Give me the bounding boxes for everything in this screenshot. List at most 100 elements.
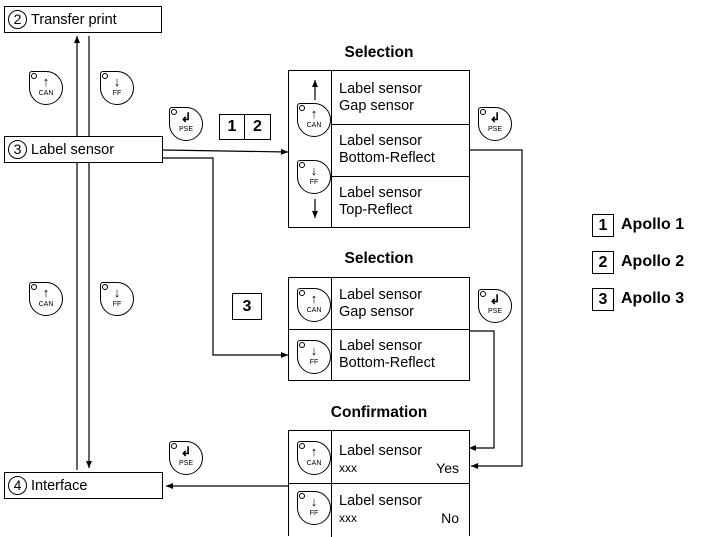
pause-enter-key-icon[interactable]: ↲PSE xyxy=(169,441,203,475)
key-label: CAN xyxy=(38,90,54,97)
menu-transfer-print[interactable]: 2 Transfer print xyxy=(4,6,162,33)
legend-number: 3 xyxy=(592,288,614,311)
key-arrow-glyph: ↓ xyxy=(310,494,318,509)
cancel-up-key-icon[interactable]: ↑CAN xyxy=(297,441,331,475)
led-indicator xyxy=(299,493,305,499)
arrow-to-selection-3 xyxy=(163,157,288,358)
led-indicator xyxy=(31,73,37,79)
key-arrow-glyph: ↑ xyxy=(310,106,318,121)
form-feed-down-key-icon[interactable]: ↓FF xyxy=(100,282,134,316)
key-arrow-glyph: ↓ xyxy=(310,343,318,358)
selection-title: Selection xyxy=(344,250,414,267)
arrow-sel12-to-confirm xyxy=(469,149,523,469)
option-bottom-reflect[interactable]: Label sensor Bottom-Reflect xyxy=(339,133,435,167)
arrow-sel3-to-confirm xyxy=(469,330,495,451)
option-answer: Yes xyxy=(436,460,459,476)
option-line2: Bottom-Reflect xyxy=(339,355,435,371)
led-indicator xyxy=(480,291,486,297)
option-gap-sensor[interactable]: Label sensor Gap sensor xyxy=(339,287,422,321)
led-indicator xyxy=(31,284,37,290)
key-label: CAN xyxy=(38,301,54,308)
cancel-up-key-icon[interactable]: ↑CAN xyxy=(29,282,63,316)
key-label: CAN xyxy=(306,122,322,129)
column-divider xyxy=(331,431,332,537)
selection-box-apollo3: Label sensor Gap sensor Label sensor Bot… xyxy=(288,277,470,381)
led-indicator xyxy=(299,342,305,348)
key-arrow-glyph: ↓ xyxy=(310,163,318,178)
menu-label-sensor[interactable]: 3 Label sensor xyxy=(4,136,163,163)
option-line2: Bottom-Reflect xyxy=(339,150,435,166)
key-arrow-glyph: ↑ xyxy=(310,444,318,459)
row-divider xyxy=(289,329,469,330)
option-line1: Label sensor xyxy=(339,133,423,149)
menu-label: Label sensor xyxy=(31,141,115,158)
cancel-up-key-icon[interactable]: ↑CAN xyxy=(297,288,331,322)
option-line2: Top-Reflect xyxy=(339,202,413,218)
pause-enter-key-icon[interactable]: ↲PSE xyxy=(478,289,512,323)
legend-number: 1 xyxy=(592,214,614,237)
option-top-reflect[interactable]: Label sensor Top-Reflect xyxy=(339,185,422,219)
arrow-to-selection-12 xyxy=(162,148,289,155)
option-gap-sensor[interactable]: Label sensor Gap sensor xyxy=(339,81,422,115)
key-arrow-glyph: ↓ xyxy=(113,285,121,300)
option-line1: Label sensor xyxy=(339,493,423,509)
key-label: FF xyxy=(309,510,319,517)
confirmation-title: Confirmation xyxy=(330,404,428,421)
form-feed-down-key-icon[interactable]: ↓FF xyxy=(100,71,134,105)
cancel-up-key-icon[interactable]: ↑CAN xyxy=(29,71,63,105)
led-indicator xyxy=(102,73,108,79)
led-indicator xyxy=(299,443,305,449)
key-arrow-glyph: ↑ xyxy=(42,285,50,300)
led-indicator xyxy=(171,109,177,115)
option-confirm-yes[interactable]: Label sensor xxx Yes xyxy=(339,443,459,477)
cancel-up-key-icon[interactable]: ↑CAN xyxy=(297,103,331,137)
form-feed-down-key-icon[interactable]: ↓FF xyxy=(297,340,331,374)
led-indicator xyxy=(299,290,305,296)
menu-number: 3 xyxy=(8,140,27,159)
form-feed-down-key-icon[interactable]: ↓FF xyxy=(297,160,331,194)
option-line1: Label sensor xyxy=(339,338,423,354)
key-label: PSE xyxy=(178,126,193,133)
menu-number: 2 xyxy=(8,10,27,29)
column-divider xyxy=(331,71,332,227)
key-arrow-glyph: ↲ xyxy=(489,292,501,307)
led-indicator xyxy=(299,105,305,111)
row-divider xyxy=(331,124,469,125)
key-arrow-glyph: ↓ xyxy=(113,74,121,89)
model-tag-1: 1 xyxy=(219,114,245,140)
key-label: PSE xyxy=(487,308,502,315)
option-line1: Label sensor xyxy=(339,287,423,303)
option-line1: Label sensor xyxy=(339,443,423,459)
selection-box-apollo12: Label sensor Gap sensor Label sensor Bot… xyxy=(288,70,470,228)
key-label: FF xyxy=(112,90,122,97)
form-feed-down-key-icon[interactable]: ↓FF xyxy=(297,491,331,525)
option-line2: Gap sensor xyxy=(339,304,414,320)
key-label: FF xyxy=(112,301,122,308)
row-divider xyxy=(331,176,469,177)
legend-label: Apollo 1 xyxy=(621,216,685,233)
row-divider xyxy=(289,483,469,484)
option-line2: Gap sensor xyxy=(339,98,414,114)
key-label: FF xyxy=(309,359,319,366)
menu-label: Interface xyxy=(31,477,88,494)
menu-interface[interactable]: 4 Interface xyxy=(4,472,163,499)
option-bottom-reflect[interactable]: Label sensor Bottom-Reflect xyxy=(339,338,435,372)
option-value: xxx xyxy=(339,511,357,525)
key-arrow-glyph: ↲ xyxy=(489,110,501,125)
led-indicator xyxy=(480,109,486,115)
option-answer: No xyxy=(441,510,459,526)
key-label: PSE xyxy=(178,460,193,467)
selection-title: Selection xyxy=(344,44,414,61)
model-tag-3: 3 xyxy=(232,293,262,320)
option-confirm-no[interactable]: Label sensor xxx No xyxy=(339,493,459,527)
legend-label: Apollo 3 xyxy=(621,290,685,307)
pause-enter-key-icon[interactable]: ↲PSE xyxy=(478,107,512,141)
option-value: xxx xyxy=(339,461,357,475)
key-arrow-glyph: ↲ xyxy=(180,110,192,125)
key-label: CAN xyxy=(306,460,322,467)
confirmation-box: Label sensor xxx Yes Label sensor xxx No xyxy=(288,430,470,537)
option-line1: Label sensor xyxy=(339,81,423,97)
model-tag-2: 2 xyxy=(245,114,271,140)
led-indicator xyxy=(102,284,108,290)
pause-enter-key-icon[interactable]: ↲PSE xyxy=(169,107,203,141)
